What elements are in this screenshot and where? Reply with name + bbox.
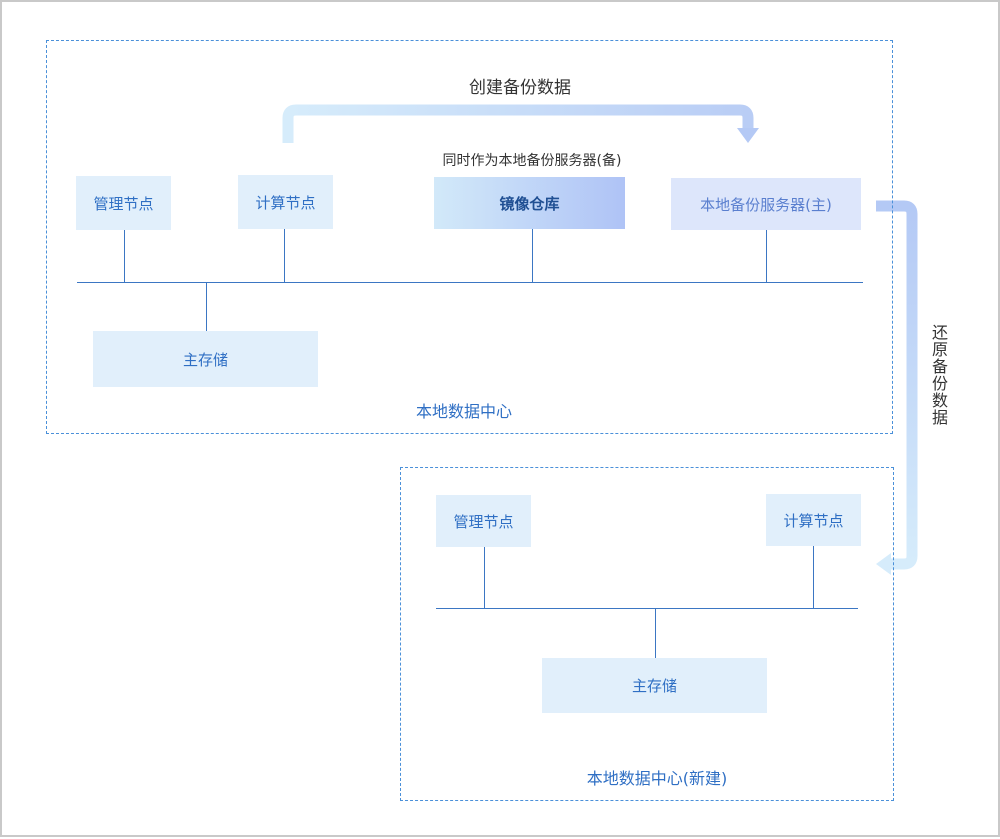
new-main-storage-label: 主存储 xyxy=(631,677,677,695)
restore-backup-arrow xyxy=(876,200,918,570)
new-storage-link xyxy=(655,609,656,658)
new-management-node-label: 管理节点 xyxy=(453,512,514,531)
mirror-repository-node: 镜像仓库 xyxy=(434,177,625,229)
local-management-link xyxy=(124,230,125,282)
new-datacenter xyxy=(400,467,894,801)
local-compute-link xyxy=(284,229,285,282)
mirror-repository-label: 镜像仓库 xyxy=(499,194,560,213)
create-backup-arrowhead xyxy=(737,128,759,143)
restore-backup-label: 还原备份数据 xyxy=(929,324,948,426)
local-main-storage-label: 主存储 xyxy=(182,350,228,369)
local-management-node: 管理节点 xyxy=(76,176,171,230)
create-backup-arrow xyxy=(282,104,754,143)
local-datacenter-title: 本地数据中心 xyxy=(415,402,512,421)
new-compute-link xyxy=(813,546,814,609)
backup-server-link xyxy=(766,230,767,282)
new-management-link xyxy=(484,547,485,609)
local-main-storage-node: 主存储 xyxy=(93,331,318,387)
local-storage-link xyxy=(206,282,207,331)
new-network-bus xyxy=(436,608,858,609)
create-backup-label: 创建备份数据 xyxy=(469,78,571,98)
new-compute-node-label: 计算节点 xyxy=(783,511,844,530)
new-management-node: 管理节点 xyxy=(436,495,531,547)
backup-server-primary-node: 本地备份服务器(主) xyxy=(671,178,861,230)
restore-backup-arrowhead xyxy=(876,553,891,575)
new-compute-node: 计算节点 xyxy=(766,494,861,546)
local-compute-node: 计算节点 xyxy=(238,175,333,229)
local-datacenter xyxy=(46,40,893,434)
backup-server-primary-label: 本地备份服务器(主) xyxy=(700,195,832,214)
mirror-repo-note: 同时作为本地备份服务器(备) xyxy=(442,153,622,169)
local-network-bus xyxy=(77,282,863,283)
new-main-storage-node: 主存储 xyxy=(542,658,767,713)
new-datacenter-title: 本地数据中心(新建) xyxy=(586,769,728,788)
mirror-repository-link xyxy=(532,229,533,282)
local-compute-node-label: 计算节点 xyxy=(255,193,316,212)
local-management-node-label: 管理节点 xyxy=(93,194,154,213)
